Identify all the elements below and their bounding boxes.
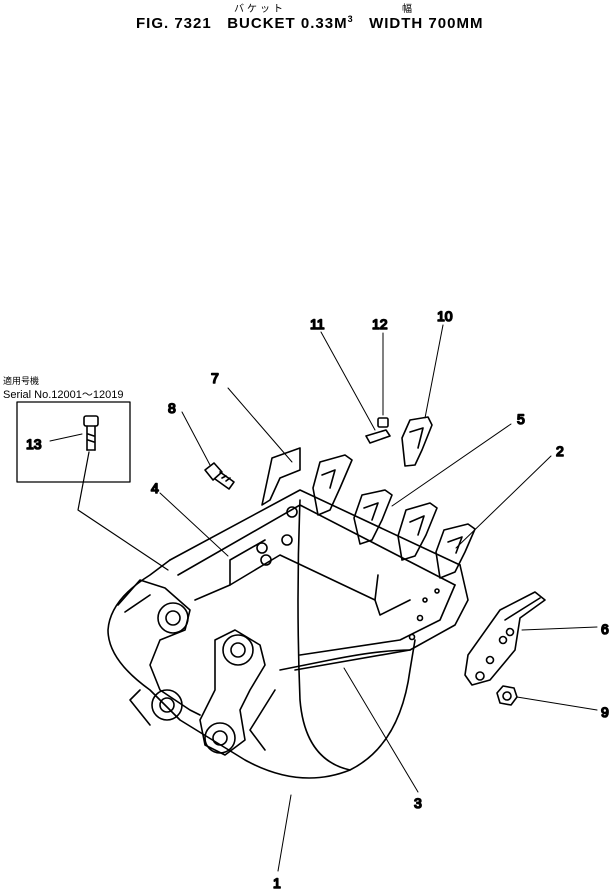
serial-inset-box bbox=[16, 401, 131, 483]
bolt-8-part bbox=[204, 462, 235, 490]
leader-11 bbox=[320, 331, 376, 431]
title-kana-bucket: バケット bbox=[234, 4, 286, 15]
nut-9-part bbox=[496, 685, 518, 706]
callout-8: 8 bbox=[168, 400, 176, 416]
tooth-3 bbox=[397, 502, 438, 561]
lock-12-part bbox=[377, 417, 389, 428]
bucket-body bbox=[107, 447, 469, 779]
tooth-4 bbox=[435, 523, 476, 579]
title-superscript: 3 bbox=[347, 14, 354, 24]
tooth-10-part bbox=[401, 416, 433, 467]
leader-13 bbox=[49, 433, 83, 442]
callout-6: 6 bbox=[601, 621, 609, 637]
leader-6 bbox=[521, 626, 598, 631]
leader-2 bbox=[455, 455, 552, 549]
title-width: WIDTH 700MM bbox=[369, 15, 484, 32]
leader-1 bbox=[277, 794, 292, 872]
leader-lines bbox=[49, 324, 598, 872]
serial-range: Serial No.12001～12019 bbox=[3, 389, 124, 401]
pin-11-part bbox=[365, 429, 391, 444]
bolt-13-part bbox=[83, 415, 99, 451]
leader-5 bbox=[391, 423, 512, 507]
leader-8 bbox=[181, 411, 211, 466]
figure-title: FIG. 7321 BUCKET 0.33M3 WIDTH 700MM bbox=[136, 14, 483, 32]
callout-1: 1 bbox=[273, 875, 281, 889]
serial-label-jp: 適用号機 bbox=[3, 376, 40, 386]
callout-5: 5 bbox=[517, 411, 525, 427]
leader-7 bbox=[227, 387, 293, 463]
title-kana-width: 幅 bbox=[402, 4, 415, 15]
leader-13-to-bucket bbox=[77, 451, 169, 571]
leader-4 bbox=[159, 492, 229, 557]
tooth-1 bbox=[312, 454, 353, 516]
side-cutter-6-part bbox=[464, 591, 546, 686]
tooth-2 bbox=[353, 489, 393, 545]
callout-11: 11 bbox=[310, 316, 325, 332]
callout-7: 7 bbox=[211, 370, 219, 386]
leader-10 bbox=[424, 324, 444, 419]
callout-9: 9 bbox=[601, 704, 609, 720]
callout-2: 2 bbox=[556, 443, 564, 459]
leader-3 bbox=[343, 667, 419, 793]
leader-9 bbox=[516, 696, 598, 711]
callout-12: 12 bbox=[372, 316, 388, 332]
callout-3: 3 bbox=[414, 795, 422, 811]
callout-13: 13 bbox=[26, 436, 42, 452]
callout-10: 10 bbox=[437, 308, 453, 324]
title-bucket: BUCKET 0.33M bbox=[227, 15, 348, 32]
callout-4: 4 bbox=[151, 480, 159, 496]
figure-number: FIG. 7321 bbox=[136, 15, 212, 32]
